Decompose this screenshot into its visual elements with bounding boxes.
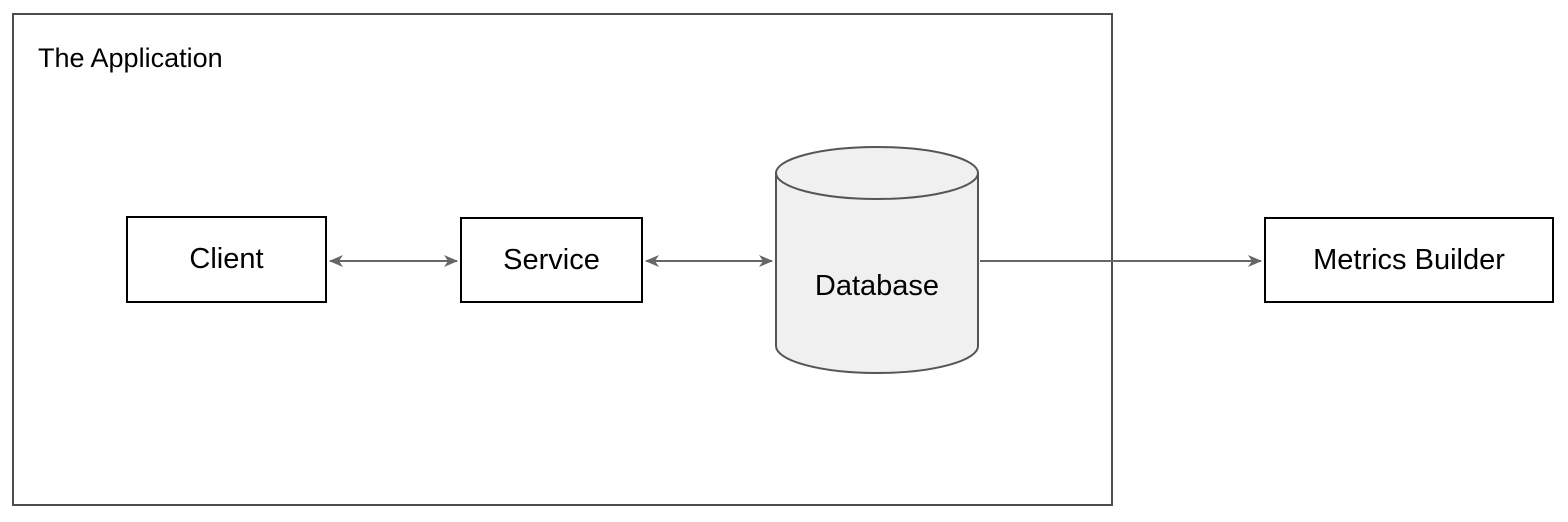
- node-client-label: Client: [189, 243, 264, 275]
- application-boundary-label: The Application: [38, 43, 223, 73]
- node-database[interactable]: Database: [774, 145, 980, 374]
- application-boundary: [12, 13, 1113, 506]
- database-cylinder-icon: [775, 146, 979, 374]
- node-client[interactable]: Client: [126, 216, 327, 303]
- node-metrics-builder-label: Metrics Builder: [1313, 243, 1505, 276]
- node-metrics-builder[interactable]: Metrics Builder: [1264, 217, 1554, 303]
- node-service[interactable]: Service: [460, 217, 643, 303]
- node-service-label: Service: [503, 243, 600, 276]
